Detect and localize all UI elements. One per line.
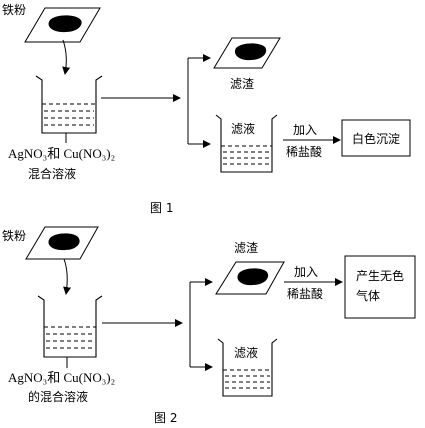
residue-blob bbox=[237, 268, 269, 286]
reagent-line1: 加入 bbox=[293, 123, 317, 137]
add-iron-arrow bbox=[63, 258, 72, 295]
reagent-line2: 稀盐酸 bbox=[287, 286, 323, 301]
mixed-solution-beaker bbox=[37, 295, 103, 368]
filtrate-beaker bbox=[217, 338, 278, 397]
residue-blob bbox=[234, 43, 267, 61]
iron-powder-blob bbox=[48, 233, 80, 251]
iron-powder-blob bbox=[48, 15, 82, 33]
solution-label-line2: 混合溶液 bbox=[28, 166, 76, 181]
reagent-line2: 稀盐酸 bbox=[286, 144, 322, 159]
iron-powder-label: 铁粉 bbox=[2, 3, 26, 17]
mixed-solution-beaker bbox=[35, 75, 103, 143]
filtrate-beaker bbox=[215, 114, 278, 173]
figure-1-caption: 图 1 bbox=[150, 201, 173, 215]
figure-1: 铁粉 AgNO₃和 Cu(NO₃)₂ 混合溶液 滤渣 bbox=[2, 3, 411, 215]
solution-label-line1: AgNO₃和 Cu(NO₃)₂ bbox=[8, 146, 115, 161]
iron-powder-label: 铁粉 bbox=[2, 229, 26, 243]
filtrate-label: 滤液 bbox=[231, 121, 255, 136]
result-label-line2: 气体 bbox=[356, 288, 380, 303]
solution-label-line2: 的混合溶液 bbox=[28, 389, 88, 404]
result-label: 白色沉淀 bbox=[352, 131, 400, 146]
solution-label-line1: AgNO₃和 Cu(NO₃)₂ bbox=[8, 370, 115, 385]
figure-2-caption: 图 2 bbox=[154, 411, 177, 425]
figure-2: 铁粉 AgNO₃和 Cu(NO₃)₂ 的混合溶液 滤渣 bbox=[2, 226, 416, 425]
residue-label: 滤渣 bbox=[230, 77, 254, 91]
residue-label: 滤渣 bbox=[234, 241, 258, 255]
result-box bbox=[341, 119, 411, 157]
add-iron-arrow bbox=[62, 39, 71, 75]
result-box bbox=[344, 255, 416, 319]
result-label-line1: 产生无色 bbox=[356, 269, 404, 283]
reagent-line1: 加入 bbox=[294, 265, 318, 279]
filtrate-label: 滤液 bbox=[234, 345, 258, 360]
